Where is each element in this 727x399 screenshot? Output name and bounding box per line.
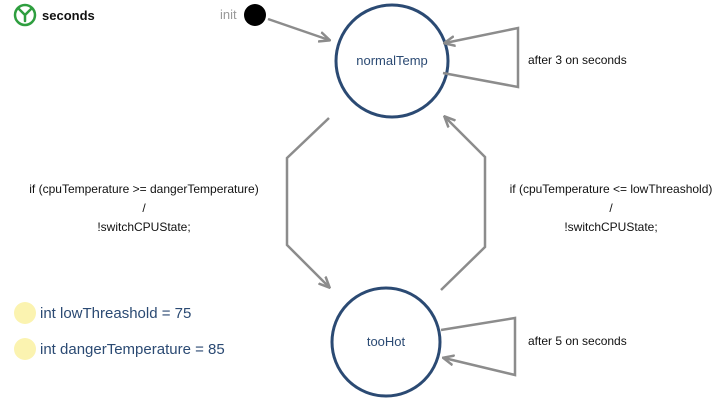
normal-self-loop-label: after 3 on seconds — [528, 53, 627, 67]
init-label: init — [220, 7, 237, 22]
variable-dot-icon — [14, 302, 36, 324]
variable-danger-temperature[interactable]: int dangerTemperature = 85 — [14, 338, 225, 360]
state-normalTemp[interactable] — [334, 3, 450, 119]
initial-state-node[interactable] — [244, 4, 266, 26]
hot-to-normal-separator: / — [609, 201, 613, 215]
normal-to-hot-action: !switchCPUState; — [97, 220, 191, 234]
diagram-header: seconds — [14, 4, 95, 26]
hot-to-normal-guard: if (cpuTemperature <= lowThreashold) — [509, 182, 713, 196]
init-transition-arrow[interactable] — [267, 17, 329, 40]
state-label-tooHot: tooHot — [366, 334, 406, 349]
hot-to-normal-label: if (cpuTemperature <= lowThreashold) / !… — [494, 180, 727, 237]
hot-self-loop[interactable] — [441, 316, 517, 377]
normal-self-loop[interactable] — [443, 26, 520, 89]
state-label-normalTemp: normalTemp — [356, 53, 428, 68]
normal-to-hot-guard: if (cpuTemperature >= dangerTemperature) — [29, 182, 259, 196]
normal-to-hot-separator: / — [142, 201, 146, 215]
transition-normal-to-hot[interactable] — [285, 117, 329, 287]
hot-self-loop-label: after 5 on seconds — [528, 334, 627, 348]
variable-label: int dangerTemperature = 85 — [40, 340, 225, 358]
state-tooHot[interactable] — [330, 286, 442, 398]
variable-low-threashold[interactable]: int lowThreashold = 75 — [14, 302, 191, 324]
diagram-title: seconds — [42, 7, 95, 23]
variable-label: int lowThreashold = 75 — [40, 304, 192, 322]
header-icon-spacer — [14, 4, 36, 26]
variable-dot-icon — [14, 338, 36, 360]
hot-to-normal-action: !switchCPUState; — [564, 220, 658, 234]
normal-to-hot-label: if (cpuTemperature >= dangerTemperature)… — [12, 180, 276, 237]
seconds-event-icon — [13, 3, 37, 27]
transition-hot-to-normal[interactable] — [440, 117, 487, 291]
